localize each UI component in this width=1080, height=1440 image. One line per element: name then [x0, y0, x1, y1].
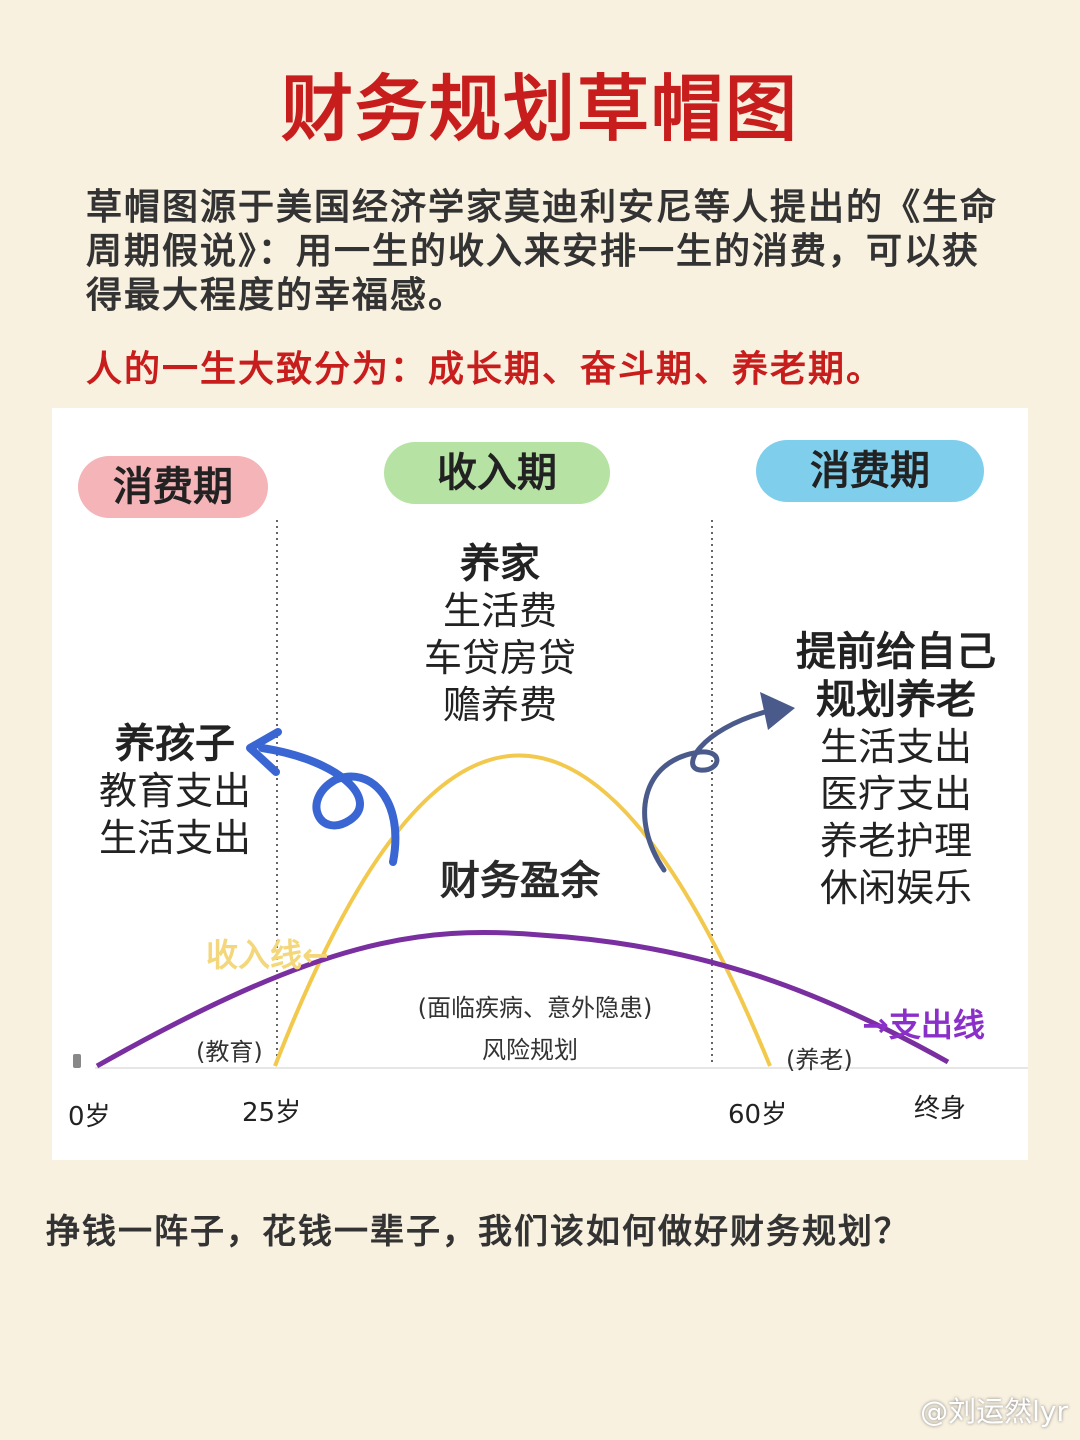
retirement-item: 养老护理 [819, 819, 972, 863]
right-arrow-head [760, 692, 795, 730]
income-curve [273, 753, 772, 1067]
retirement-note: (养老) [786, 1046, 853, 1074]
bottom-question: 挣钱一阵子，花钱一辈子，我们该如何做好财务规划？ [46, 1212, 910, 1252]
risk-planning-label: 风险规划 [482, 1036, 578, 1064]
phase-income: 收入期 [384, 442, 610, 504]
watermark: @刘运然lyr [920, 1395, 1068, 1428]
education-note: (教育) [196, 1038, 263, 1066]
child-item: 教育支出 [98, 769, 251, 813]
tick-age-25: 25岁 [242, 1098, 302, 1128]
page-title: 财务规划草帽图 [280, 66, 799, 151]
expense-curve [95, 930, 950, 1069]
right-arrow [642, 709, 768, 873]
diagram-panel [52, 408, 1028, 1160]
retirement-item: 生活支出 [819, 725, 972, 769]
child-raising-heading: 养孩子 [115, 721, 235, 767]
phase-consumption-left: 消费期 [78, 456, 268, 518]
intro-paragraph: 草帽图源于美国经济学家莫迪利安尼等人提出的《生命周期假说》：用一生的收入来安排一… [86, 187, 999, 316]
phase-consumption-right: 消费期 [756, 440, 984, 502]
family-item: 生活费 [442, 589, 557, 633]
risk-note: (面临疾病、意外隐患) [417, 994, 653, 1022]
retirement-heading-line: 提前给自己 [796, 629, 996, 675]
family-support-heading: 养家 [460, 541, 540, 587]
left-arrow-head [246, 728, 282, 776]
income-line-label: 收入线← [206, 936, 329, 974]
tick-lifetime: 终身 [914, 1094, 967, 1124]
family-support-block: 养家 生活费 车贷房贷 赡养费 [400, 540, 600, 729]
left-arrow [258, 744, 400, 866]
life-stages-subtitle: 人的一生大致分为：成长期、奋斗期、养老期。 [86, 349, 885, 390]
child-item: 生活支出 [98, 816, 251, 860]
family-item: 赡养费 [442, 683, 557, 727]
financial-surplus-label: 财务盈余 [440, 858, 600, 904]
child-raising-block: 养孩子 教育支出 生活支出 [80, 720, 270, 862]
tick-age-0: 0岁 [68, 1102, 111, 1132]
tick-age-60: 60岁 [728, 1100, 788, 1130]
origin-marker [73, 1054, 81, 1068]
retirement-block: 提前给自己 规划养老 生活支出 医疗支出 养老护理 休闲娱乐 [780, 628, 1012, 912]
expense-line-label: →支出线 [862, 1006, 985, 1044]
retirement-heading-line: 规划养老 [816, 677, 976, 723]
retirement-item: 休闲娱乐 [819, 866, 972, 910]
family-item: 车贷房贷 [423, 636, 576, 680]
retirement-item: 医疗支出 [819, 772, 972, 816]
